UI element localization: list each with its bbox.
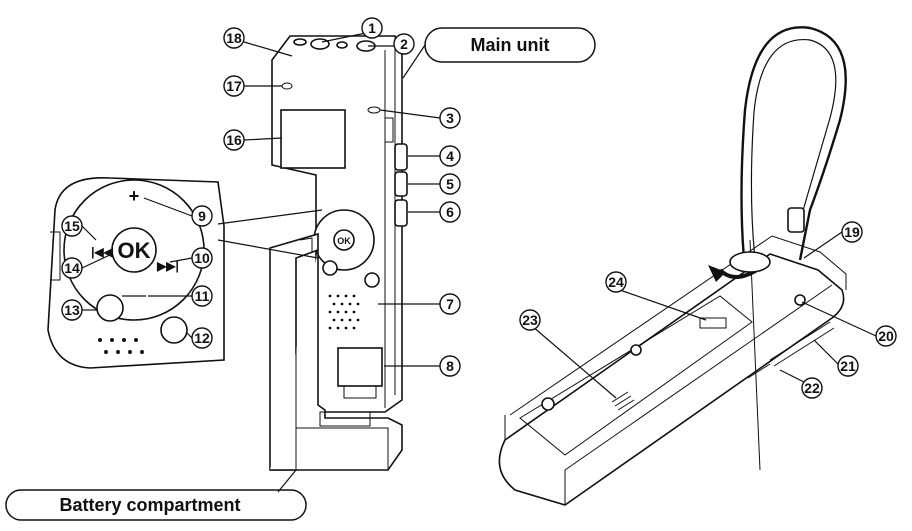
inset-speaker-grill xyxy=(98,338,144,354)
callout-18: 18 xyxy=(223,27,245,49)
svg-text:▶▶|: ▶▶| xyxy=(156,259,179,273)
callout-markers: 1 2 3 4 5 6 7 8 9 10 11 12 13 14 15 16 1… xyxy=(61,17,897,399)
callout-24: 24 xyxy=(605,271,627,293)
svg-text:12: 12 xyxy=(194,330,210,346)
zoom-inset: OK + |◀◀ ▶▶| xyxy=(47,177,323,369)
main-unit-device: OK xyxy=(271,35,408,413)
svg-text:8: 8 xyxy=(446,358,454,374)
svg-text:7: 7 xyxy=(446,296,454,312)
callout-8: 8 xyxy=(439,355,461,377)
svg-text:16: 16 xyxy=(226,132,242,148)
callout-17: 17 xyxy=(223,75,245,97)
svg-text:1: 1 xyxy=(368,20,376,36)
svg-text:6: 6 xyxy=(446,204,454,220)
svg-text:24: 24 xyxy=(608,274,624,290)
battery-compartment-pill: Battery compartment xyxy=(5,469,307,521)
callout-2: 2 xyxy=(393,33,415,55)
svg-text:14: 14 xyxy=(64,260,80,276)
callout-20: 20 xyxy=(875,325,897,347)
callout-14: 14 xyxy=(61,257,83,279)
callout-4: 4 xyxy=(439,145,461,167)
leader-lines xyxy=(81,32,877,399)
svg-text:3: 3 xyxy=(446,110,454,126)
back-view-device xyxy=(498,26,847,506)
svg-text:11: 11 xyxy=(195,288,210,304)
callout-12: 12 xyxy=(191,327,213,349)
svg-text:17: 17 xyxy=(226,78,242,94)
callout-15: 15 xyxy=(61,215,83,237)
callout-5: 5 xyxy=(439,173,461,195)
battery-compartment-device xyxy=(269,232,403,471)
callout-11: 11 xyxy=(191,285,213,307)
callout-13: 13 xyxy=(61,299,83,321)
svg-text:15: 15 xyxy=(64,218,80,234)
svg-text:9: 9 xyxy=(198,208,206,224)
callout-6: 6 xyxy=(439,201,461,223)
main-unit-label: Main unit xyxy=(471,35,550,55)
svg-text:23: 23 xyxy=(522,312,538,328)
callout-23: 23 xyxy=(519,309,541,331)
svg-text:2: 2 xyxy=(400,36,408,52)
svg-text:18: 18 xyxy=(226,30,242,46)
ok-button-label: OK xyxy=(118,238,151,263)
callout-3: 3 xyxy=(439,107,461,129)
svg-text:+: + xyxy=(129,186,140,206)
svg-text:|◀◀: |◀◀ xyxy=(91,245,114,259)
svg-text:4: 4 xyxy=(446,148,454,164)
callout-7: 7 xyxy=(439,293,461,315)
callout-22: 22 xyxy=(801,377,823,399)
svg-text:13: 13 xyxy=(64,302,80,318)
callout-9: 9 xyxy=(191,205,213,227)
svg-text:21: 21 xyxy=(840,358,856,374)
main-unit-pill: Main unit xyxy=(402,27,596,79)
svg-text:20: 20 xyxy=(878,328,894,344)
callout-16: 16 xyxy=(223,129,245,151)
svg-text:5: 5 xyxy=(446,176,454,192)
ok-small-label: OK xyxy=(337,236,351,246)
callout-1: 1 xyxy=(361,17,383,39)
battery-compartment-label: Battery compartment xyxy=(59,495,240,515)
svg-text:19: 19 xyxy=(844,224,860,240)
callout-10: 10 xyxy=(191,247,213,269)
main-speaker-grill xyxy=(328,294,360,330)
callout-21: 21 xyxy=(837,355,859,377)
svg-text:10: 10 xyxy=(194,250,210,266)
svg-text:22: 22 xyxy=(804,380,820,396)
callout-19: 19 xyxy=(841,221,863,243)
strap xyxy=(740,26,847,271)
